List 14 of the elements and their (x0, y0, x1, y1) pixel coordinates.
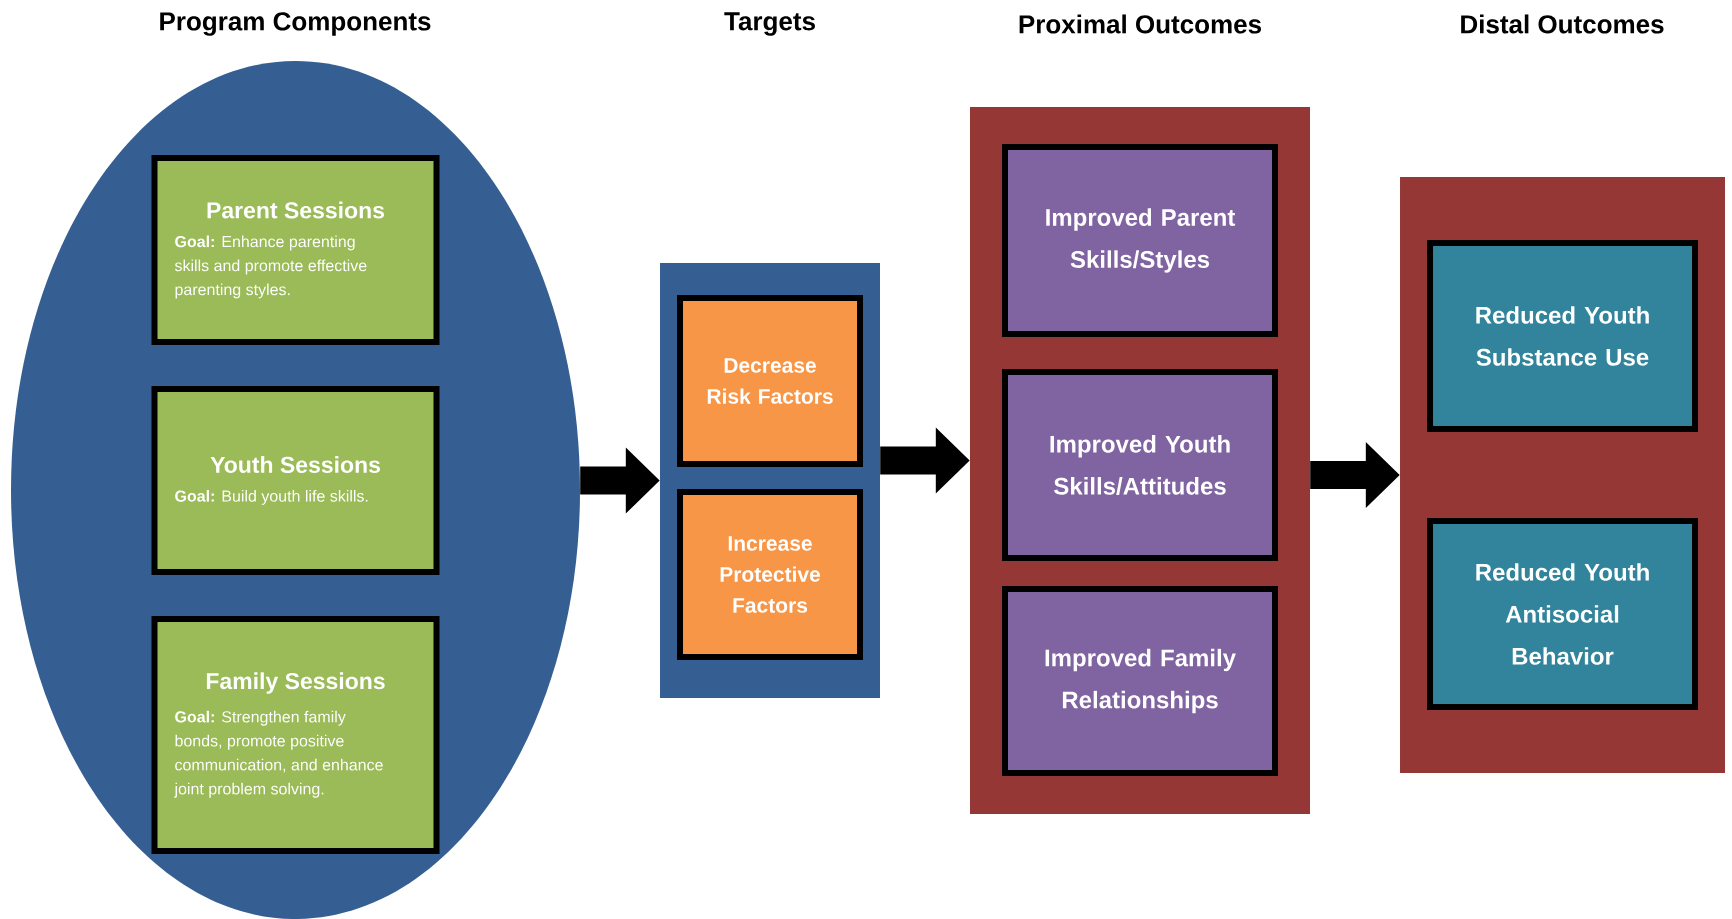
outcome-box: Improved Family Relationships (1002, 586, 1278, 776)
column-heading: Program Components (160, 12, 431, 36)
session-box: Parent Sessions Goal: Enhance parenting skills and promote effective parenting styles. (151, 155, 440, 345)
session-box: Youth Sessions Goal: Build youth life skills. (151, 386, 440, 575)
outcome-box: Reduced Youth Substance Use (1427, 240, 1698, 432)
target-box: Decrease Risk Factors (677, 295, 863, 467)
column-heading: Proximal Outcomes (1019, 14, 1261, 34)
outcome-box: Improved Youth Skills/Attitudes (1002, 369, 1278, 561)
session-box: Family Sessions Goal: Strengthen family bonds, promote positive communication, and enhance joint problem solving. (151, 616, 440, 854)
column-heading: Distal Outcomes (1461, 14, 1664, 34)
column-heading: Targets (724, 12, 815, 36)
outcome-box: Reduced Youth Antisocial Behavior (1427, 518, 1698, 710)
outcome-box: Improved Parent Skills/Styles (1002, 144, 1278, 337)
target-box: Increase Protective Factors (677, 489, 863, 660)
